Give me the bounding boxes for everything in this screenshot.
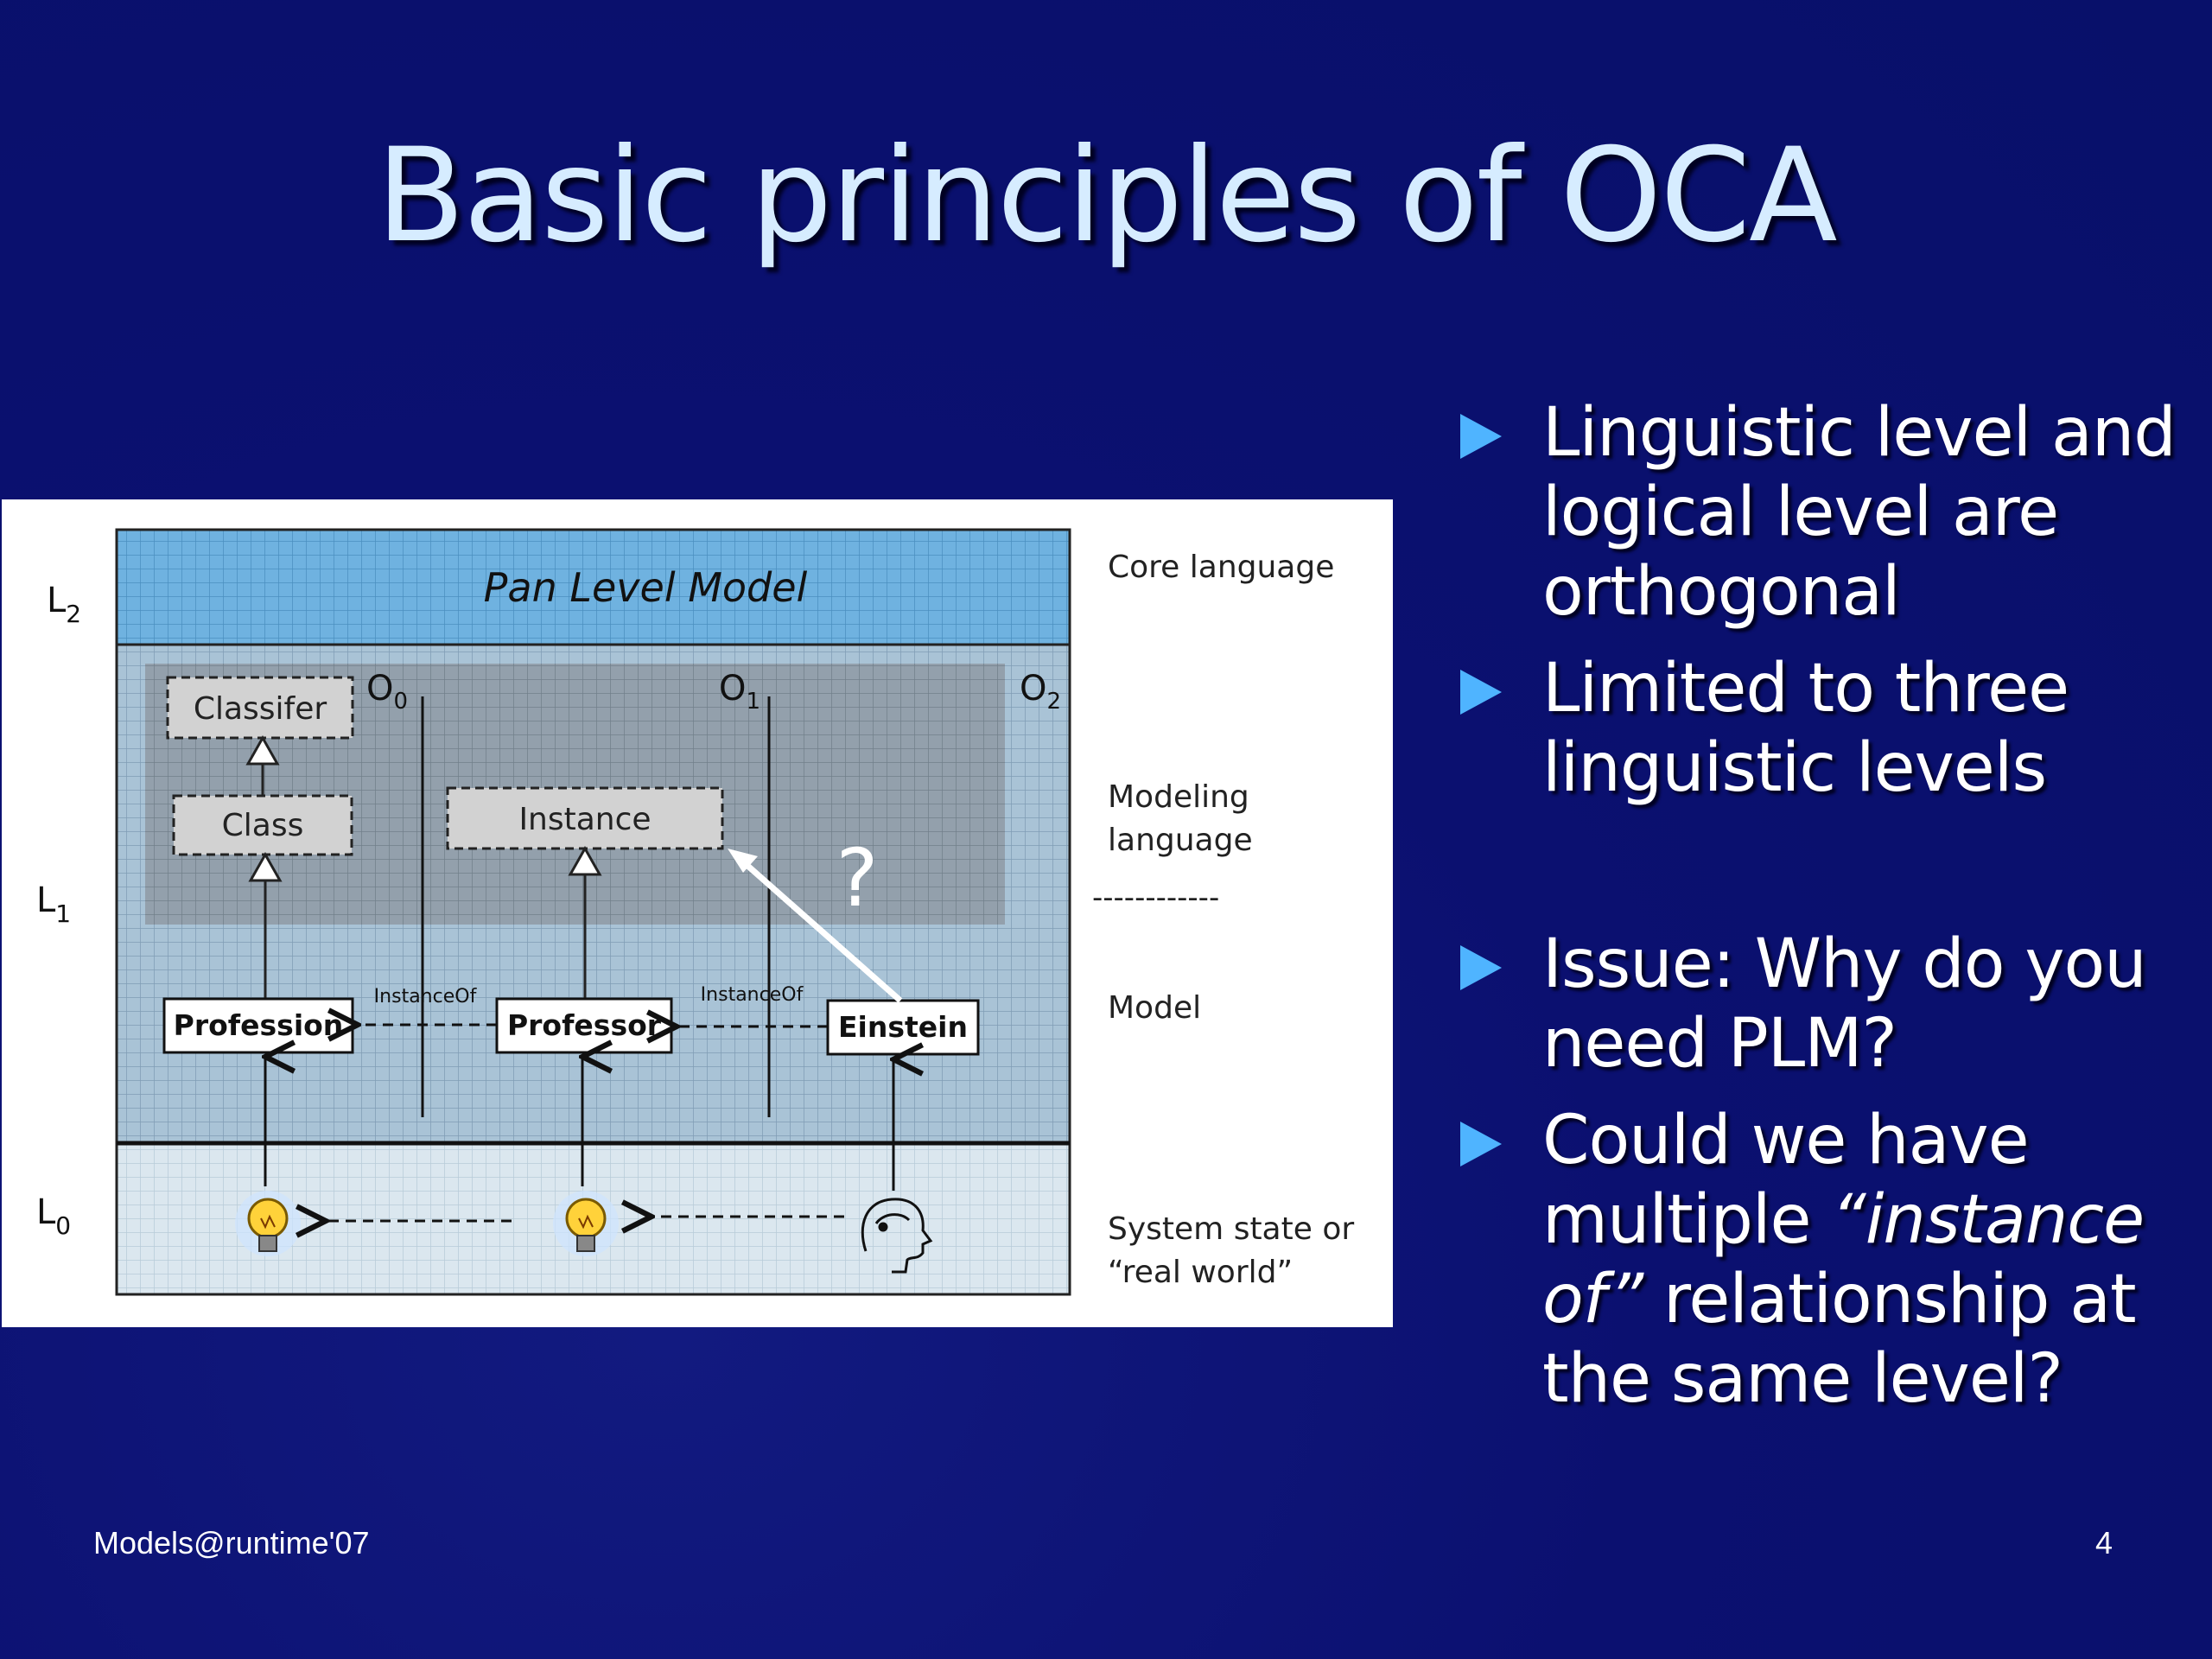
level-label-l1: L1 bbox=[36, 880, 71, 928]
system-state-label-1: System state or bbox=[1108, 1211, 1354, 1247]
bullet-text-pre: Could we have multiple bbox=[1542, 1102, 2030, 1259]
bullet-item: Issue: Why do you need PLM? bbox=[1460, 925, 2195, 1084]
svg-text:Classifer: Classifer bbox=[194, 691, 327, 727]
lightbulb-icon bbox=[553, 1191, 619, 1256]
bullet-text-italic: “instance of” bbox=[1542, 1181, 2145, 1338]
bullet-text-post: relationship at the same level? bbox=[1542, 1261, 2137, 1418]
triangle-bullet-icon bbox=[1460, 1122, 1502, 1166]
question-arrow bbox=[735, 855, 903, 1003]
instanceof-label-1: InstanceOf bbox=[374, 986, 478, 1007]
separator-label: ------------ bbox=[1092, 880, 1219, 915]
system-state-label-2: “real world” bbox=[1108, 1255, 1293, 1290]
bullet-item: Linguistic level and logical level are o… bbox=[1460, 393, 2195, 632]
pan-level-model-label: Pan Level Model bbox=[484, 564, 808, 611]
instanceof-label-2: InstanceOf bbox=[701, 984, 804, 1006]
footer-conference: Models@runtime'07 bbox=[93, 1525, 370, 1560]
class-box: Class bbox=[172, 794, 353, 856]
oca-diagram: Pan Level Model L2 L1 L0 O0 O1 O2 Classi… bbox=[2, 499, 1393, 1327]
bullet-item: Limited to three linguistic levels bbox=[1460, 649, 2195, 808]
bullet-text: Limited to three linguistic levels bbox=[1542, 650, 2069, 807]
bullet-text: Issue: Why do you need PLM? bbox=[1542, 925, 2147, 1083]
thinking-head-icon bbox=[861, 1198, 933, 1274]
bullet-list: Linguistic level and logical level are o… bbox=[1460, 393, 2195, 1419]
lightbulb-icon bbox=[235, 1191, 301, 1256]
modeling-language-label-2: language bbox=[1108, 823, 1253, 858]
core-language-label: Core language bbox=[1108, 550, 1334, 585]
triangle-bullet-icon bbox=[1460, 945, 1502, 990]
model-label: Model bbox=[1108, 990, 1201, 1026]
svg-text:Class: Class bbox=[222, 808, 304, 843]
ontological-label-o2: O2 bbox=[1020, 669, 1061, 715]
level-l2-band bbox=[115, 528, 1071, 646]
svg-text:Einstein: Einstein bbox=[838, 1010, 968, 1044]
ontological-label-o0: O0 bbox=[366, 669, 408, 715]
triangle-bullet-icon bbox=[1460, 670, 1502, 715]
professor-box: Professor bbox=[495, 997, 673, 1054]
bullet-item: Could we have multiple “instance of” rel… bbox=[1460, 1101, 2195, 1419]
level-label-l0: L0 bbox=[36, 1192, 71, 1240]
profession-box: Profession bbox=[162, 997, 354, 1054]
modeling-language-label-1: Modeling bbox=[1108, 779, 1249, 815]
svg-text:Professor: Professor bbox=[507, 1008, 662, 1042]
question-mark: ? bbox=[836, 832, 879, 925]
svg-text:Profession: Profession bbox=[174, 1008, 344, 1042]
page-number: 4 bbox=[2095, 1525, 2113, 1560]
einstein-box: Einstein bbox=[826, 999, 980, 1056]
classifer-box: Classifer bbox=[166, 676, 354, 740]
triangle-bullet-icon bbox=[1460, 414, 1502, 459]
ontological-label-o1: O1 bbox=[719, 669, 760, 715]
instance-box: Instance bbox=[446, 786, 724, 850]
svg-text:Instance: Instance bbox=[518, 802, 651, 837]
slide-title: Basic principles of OCA bbox=[376, 121, 1837, 271]
bullet-text: Linguistic level and logical level are o… bbox=[1542, 394, 2177, 631]
level-label-l2: L2 bbox=[47, 581, 81, 628]
